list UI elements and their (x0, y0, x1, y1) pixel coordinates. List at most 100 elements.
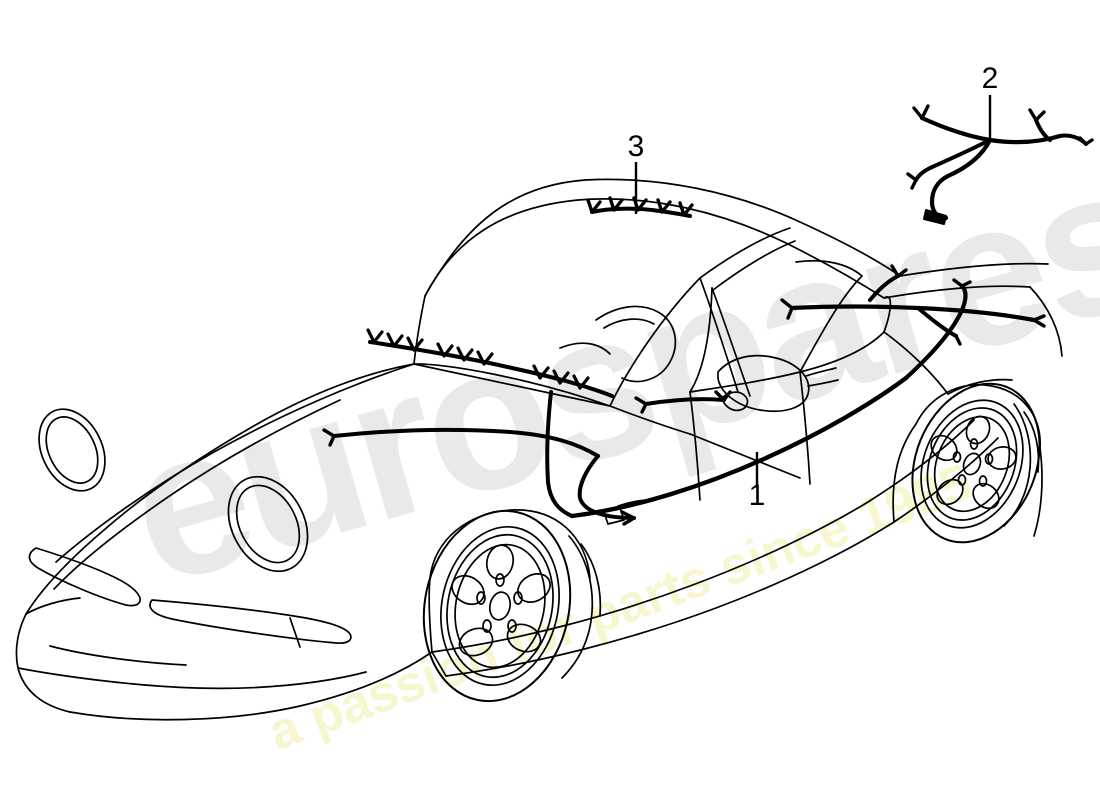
front-bolt-2 (513, 591, 523, 605)
rear-quarter-front (883, 331, 949, 395)
front-bolt-1 (495, 573, 505, 587)
rear-bolt-3 (978, 475, 988, 487)
front-bolt-3 (507, 619, 517, 633)
bonnet-front-tip (25, 597, 81, 615)
b-pillar (799, 275, 863, 373)
connector-1-rear-e (946, 330, 962, 346)
roof-rear-lip (899, 262, 1049, 277)
harness-1-rear-riser (903, 283, 968, 381)
connector-cowl-3 (406, 336, 424, 352)
seat-headrest (595, 305, 677, 383)
callout-2-label: 2 (982, 62, 999, 95)
connector-2-block (923, 209, 947, 225)
front-tyre-inner (440, 525, 560, 687)
rear-rocker-lower (893, 437, 999, 523)
cowl-cluster-connectors (366, 328, 590, 390)
headlight-left-outer (38, 408, 106, 492)
front-hub-cap (488, 591, 512, 621)
connector-1-door-b (714, 390, 732, 402)
scuttle-right-edge (609, 405, 691, 435)
rear-spoke-5 (930, 434, 958, 462)
front-bolt-5 (476, 591, 486, 605)
harness-1-cowl-drop (545, 390, 574, 518)
rear-bolt-5 (952, 451, 962, 463)
front-tyre-outer (422, 509, 572, 703)
roof-top-edge (424, 178, 901, 297)
front-bolt-4 (482, 619, 492, 633)
headlight-right-inner (235, 484, 301, 564)
front-spoiler-lip (17, 667, 367, 690)
harness-2-upper-branch (1034, 118, 1052, 142)
harness-2-detached (906, 104, 1094, 225)
rear-spoke-3 (972, 482, 1000, 510)
connector-cowl-5 (456, 346, 474, 362)
door-rear-edge (799, 371, 811, 485)
seat-headrest-inner (603, 318, 655, 329)
connector-1-rear-d (1032, 314, 1046, 328)
rear-tyre-outer (911, 382, 1041, 544)
harness-1-rear-branch-up (868, 274, 900, 302)
connector-3-b (608, 196, 624, 212)
front-spoke-2 (517, 573, 551, 603)
rear-body-edge (1029, 286, 1063, 357)
door-window-front (689, 287, 713, 393)
windscreen-glass (413, 277, 701, 407)
rear-rocker-to-arch (867, 419, 975, 503)
connector-1-rear-a (780, 298, 794, 320)
rocker-upper-line (431, 501, 869, 653)
harness-1-centre-loop (577, 454, 636, 520)
headlight-right-outer (227, 475, 309, 573)
headlight-left-inner (45, 416, 99, 484)
connector-cowl-6 (476, 350, 494, 366)
connector-1-rear-c (952, 278, 972, 288)
a-pillar-right-rear (712, 240, 796, 291)
front-spoke-5 (451, 574, 485, 606)
door-mirror-glass-line-1 (807, 379, 839, 387)
rear-tyre-sidewall (1003, 403, 1032, 527)
front-spoiler-line (49, 645, 187, 666)
connector-3-a (586, 198, 602, 214)
rear-arch-lower-front (892, 423, 917, 523)
callout-1-label: 1 (749, 479, 766, 512)
harness-1-main-body (322, 264, 1046, 526)
connector-2-c (1078, 136, 1094, 146)
harness-3-roof-header (586, 196, 694, 218)
rear-tyre-inner (920, 399, 1024, 529)
rear-tyre-sidewall2 (1023, 411, 1040, 473)
air-intake-left (28, 547, 141, 607)
callout-1[interactable]: 1 (749, 452, 766, 512)
front-rim-outer (446, 533, 554, 679)
rear-wheel-spokes (930, 415, 1017, 510)
connector-2-d (906, 172, 918, 190)
harness-3-trunk (590, 206, 692, 218)
door-mirror-stalk (721, 391, 749, 412)
rear-body-lower (1033, 447, 1043, 537)
dashboard-hint (559, 342, 611, 355)
roof-rear-lip-inner (883, 285, 1031, 299)
connector-cowl-9 (572, 374, 590, 390)
rear-spoke-2 (987, 446, 1017, 470)
rear-spoke-1 (965, 415, 991, 445)
air-intake-divider (289, 617, 301, 648)
connector-1-front-left (322, 428, 336, 447)
connector-cowl-2 (386, 332, 404, 348)
connector-3-d (656, 198, 672, 214)
connector-1-rear-b (890, 264, 908, 278)
rear-wheel-bolts (952, 438, 994, 487)
harness-1-front-run (332, 427, 600, 458)
connector-1-door-a (634, 396, 648, 414)
callout-3[interactable]: 3 (628, 130, 645, 214)
rear-hub-cap (962, 452, 982, 476)
front-wheelarch (429, 509, 591, 579)
callout-2[interactable]: 2 (982, 62, 999, 138)
connector-cowl-7 (532, 364, 550, 380)
rear-shoulder-line (947, 378, 1013, 395)
rear-spoke-4 (936, 478, 964, 506)
connector-cowl-1 (366, 328, 384, 344)
connector-3-e (678, 201, 694, 217)
quarter-window-top (795, 259, 863, 277)
harness-1-door-branch (644, 397, 726, 406)
